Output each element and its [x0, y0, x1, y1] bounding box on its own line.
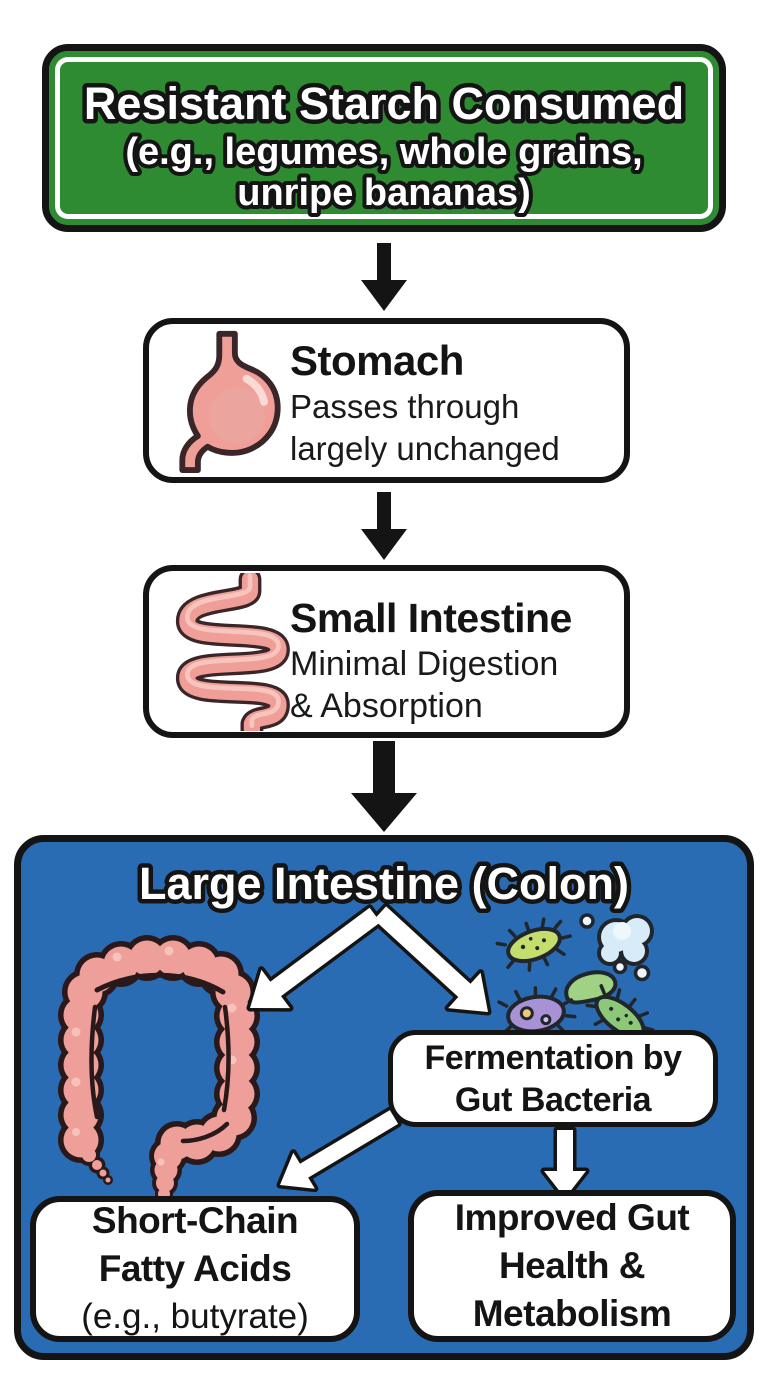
arrow-down-1	[361, 243, 407, 311]
health-line-2: Health &	[498, 1245, 646, 1286]
start-sub-1: (e.g., legumes, whole grains,	[125, 131, 642, 173]
start-box-text: Resistant Starch Consumed (e.g., legumes…	[79, 74, 688, 219]
large-intestine-artwork	[58, 902, 655, 1207]
fermentation-box: Fermentation by Gut Bacteria	[388, 1030, 718, 1127]
arrow-down-3	[351, 741, 417, 832]
small-intestine-desc-1: Minimal Digestion	[290, 645, 559, 683]
small-intestine-box: Small Intestine Minimal Digestion & Abso…	[143, 565, 630, 738]
small-intestine-title: Small Intestine	[290, 595, 572, 641]
health-line-1: Improved Gut	[454, 1197, 690, 1238]
large-intestine-title: Large Intestine (Colon)	[139, 858, 629, 909]
stomach-box: Stomach Passes through largely unchanged	[143, 318, 630, 483]
large-intestine-panel: Large Intestine (Colon)	[14, 835, 754, 1360]
large-intestine-title-art: Large Intestine (Colon)	[134, 854, 633, 914]
scfa-line-1: Short-Chain	[91, 1200, 299, 1241]
start-title: Resistant Starch Consumed	[84, 78, 684, 129]
gas-cloud	[597, 914, 654, 966]
start-sub-2: unripe bananas)	[237, 172, 531, 214]
start-box-resistant-starch: Resistant Starch Consumed (e.g., legumes…	[42, 44, 726, 232]
fermentation-line-1: Fermentation by	[424, 1038, 682, 1077]
arrow-down-2	[361, 492, 407, 560]
health-line-3: Metabolism	[472, 1293, 672, 1334]
small-intestine-text: Small Intestine Minimal Digestion & Abso…	[290, 593, 572, 727]
arrow-to-scfa	[276, 1106, 402, 1193]
arrow-to-health	[540, 1126, 590, 1202]
stomach-icon	[179, 330, 281, 474]
stomach-desc-1: Passes through	[290, 388, 520, 425]
health-box: Improved Gut Health & Metabolism	[408, 1190, 736, 1342]
branch-arrows	[246, 902, 492, 1016]
stomach-text: Stomach Passes through largely unchanged	[290, 336, 560, 470]
colon-icon	[58, 935, 260, 1207]
scfa-box: Short-Chain Fatty Acids (e.g., butyrate)	[30, 1196, 360, 1342]
stomach-desc-2: largely unchanged	[290, 430, 560, 467]
fermentation-line-2: Gut Bacteria	[454, 1080, 652, 1119]
small-intestine-desc-2: & Absorption	[290, 687, 483, 725]
stomach-title: Stomach	[290, 337, 464, 384]
small-intestine-icon	[175, 573, 290, 731]
scfa-line-2: Fatty Acids	[98, 1248, 292, 1289]
scfa-line-3: (e.g., butyrate)	[81, 1297, 309, 1336]
